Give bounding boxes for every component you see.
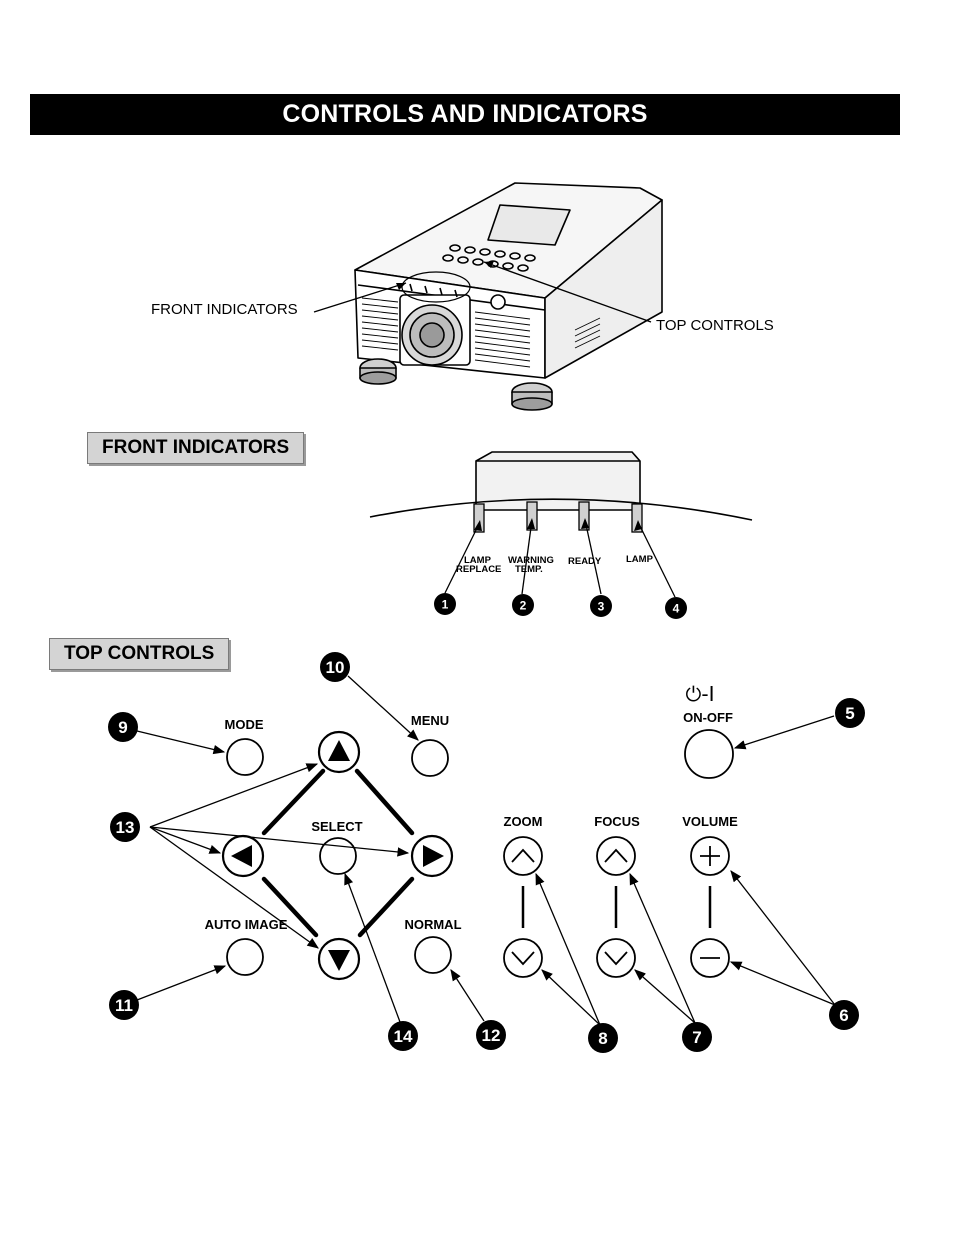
auto-image-label: AUTO IMAGE bbox=[205, 917, 288, 932]
volume-up-button[interactable] bbox=[691, 837, 729, 875]
volume-label: VOLUME bbox=[682, 814, 738, 829]
normal-button[interactable] bbox=[415, 937, 451, 973]
callout-6: 6 bbox=[829, 1000, 859, 1030]
select-button[interactable] bbox=[320, 838, 356, 874]
focus-down-button[interactable] bbox=[597, 939, 635, 977]
callout-11: 11 bbox=[109, 990, 139, 1020]
menu-label: MENU bbox=[411, 713, 449, 728]
right-arrow-button[interactable] bbox=[412, 836, 452, 876]
menu-button[interactable] bbox=[412, 740, 448, 776]
callout-14: 14 bbox=[388, 1021, 418, 1051]
callout-12: 12 bbox=[476, 1020, 506, 1050]
power-symbol-icon: ⏻-I bbox=[686, 682, 715, 706]
callout-13: 13 bbox=[110, 812, 140, 842]
svg-text:10: 10 bbox=[326, 658, 345, 677]
callout-8: 8 bbox=[588, 1023, 618, 1053]
svg-text:5: 5 bbox=[845, 704, 854, 723]
svg-text:14: 14 bbox=[394, 1027, 413, 1046]
on-off-label: ON-OFF bbox=[683, 710, 733, 725]
callout-9: 9 bbox=[108, 712, 138, 742]
left-arrow-button[interactable] bbox=[223, 836, 263, 876]
callout-7: 7 bbox=[682, 1022, 712, 1052]
focus-label: FOCUS bbox=[594, 814, 640, 829]
auto-image-button[interactable] bbox=[227, 939, 263, 975]
focus-up-button[interactable] bbox=[597, 837, 635, 875]
zoom-label: ZOOM bbox=[504, 814, 543, 829]
select-label: SELECT bbox=[311, 819, 362, 834]
svg-text:13: 13 bbox=[116, 818, 135, 837]
up-arrow-button[interactable] bbox=[319, 732, 359, 772]
mode-button[interactable] bbox=[227, 739, 263, 775]
svg-text:6: 6 bbox=[839, 1006, 848, 1025]
mode-label: MODE bbox=[225, 717, 264, 732]
volume-down-button[interactable] bbox=[691, 939, 729, 977]
svg-text:12: 12 bbox=[482, 1026, 501, 1045]
normal-label: NORMAL bbox=[404, 917, 461, 932]
down-arrow-button[interactable] bbox=[319, 939, 359, 979]
svg-text:11: 11 bbox=[115, 996, 133, 1015]
zoom-up-button[interactable] bbox=[504, 837, 542, 875]
callout-5: 5 bbox=[835, 698, 865, 728]
svg-text:9: 9 bbox=[118, 718, 127, 737]
svg-text:8: 8 bbox=[598, 1029, 607, 1048]
svg-text:7: 7 bbox=[692, 1028, 701, 1047]
on-off-button[interactable] bbox=[685, 730, 733, 778]
callout-10: 10 bbox=[320, 652, 350, 682]
zoom-down-button[interactable] bbox=[504, 939, 542, 977]
